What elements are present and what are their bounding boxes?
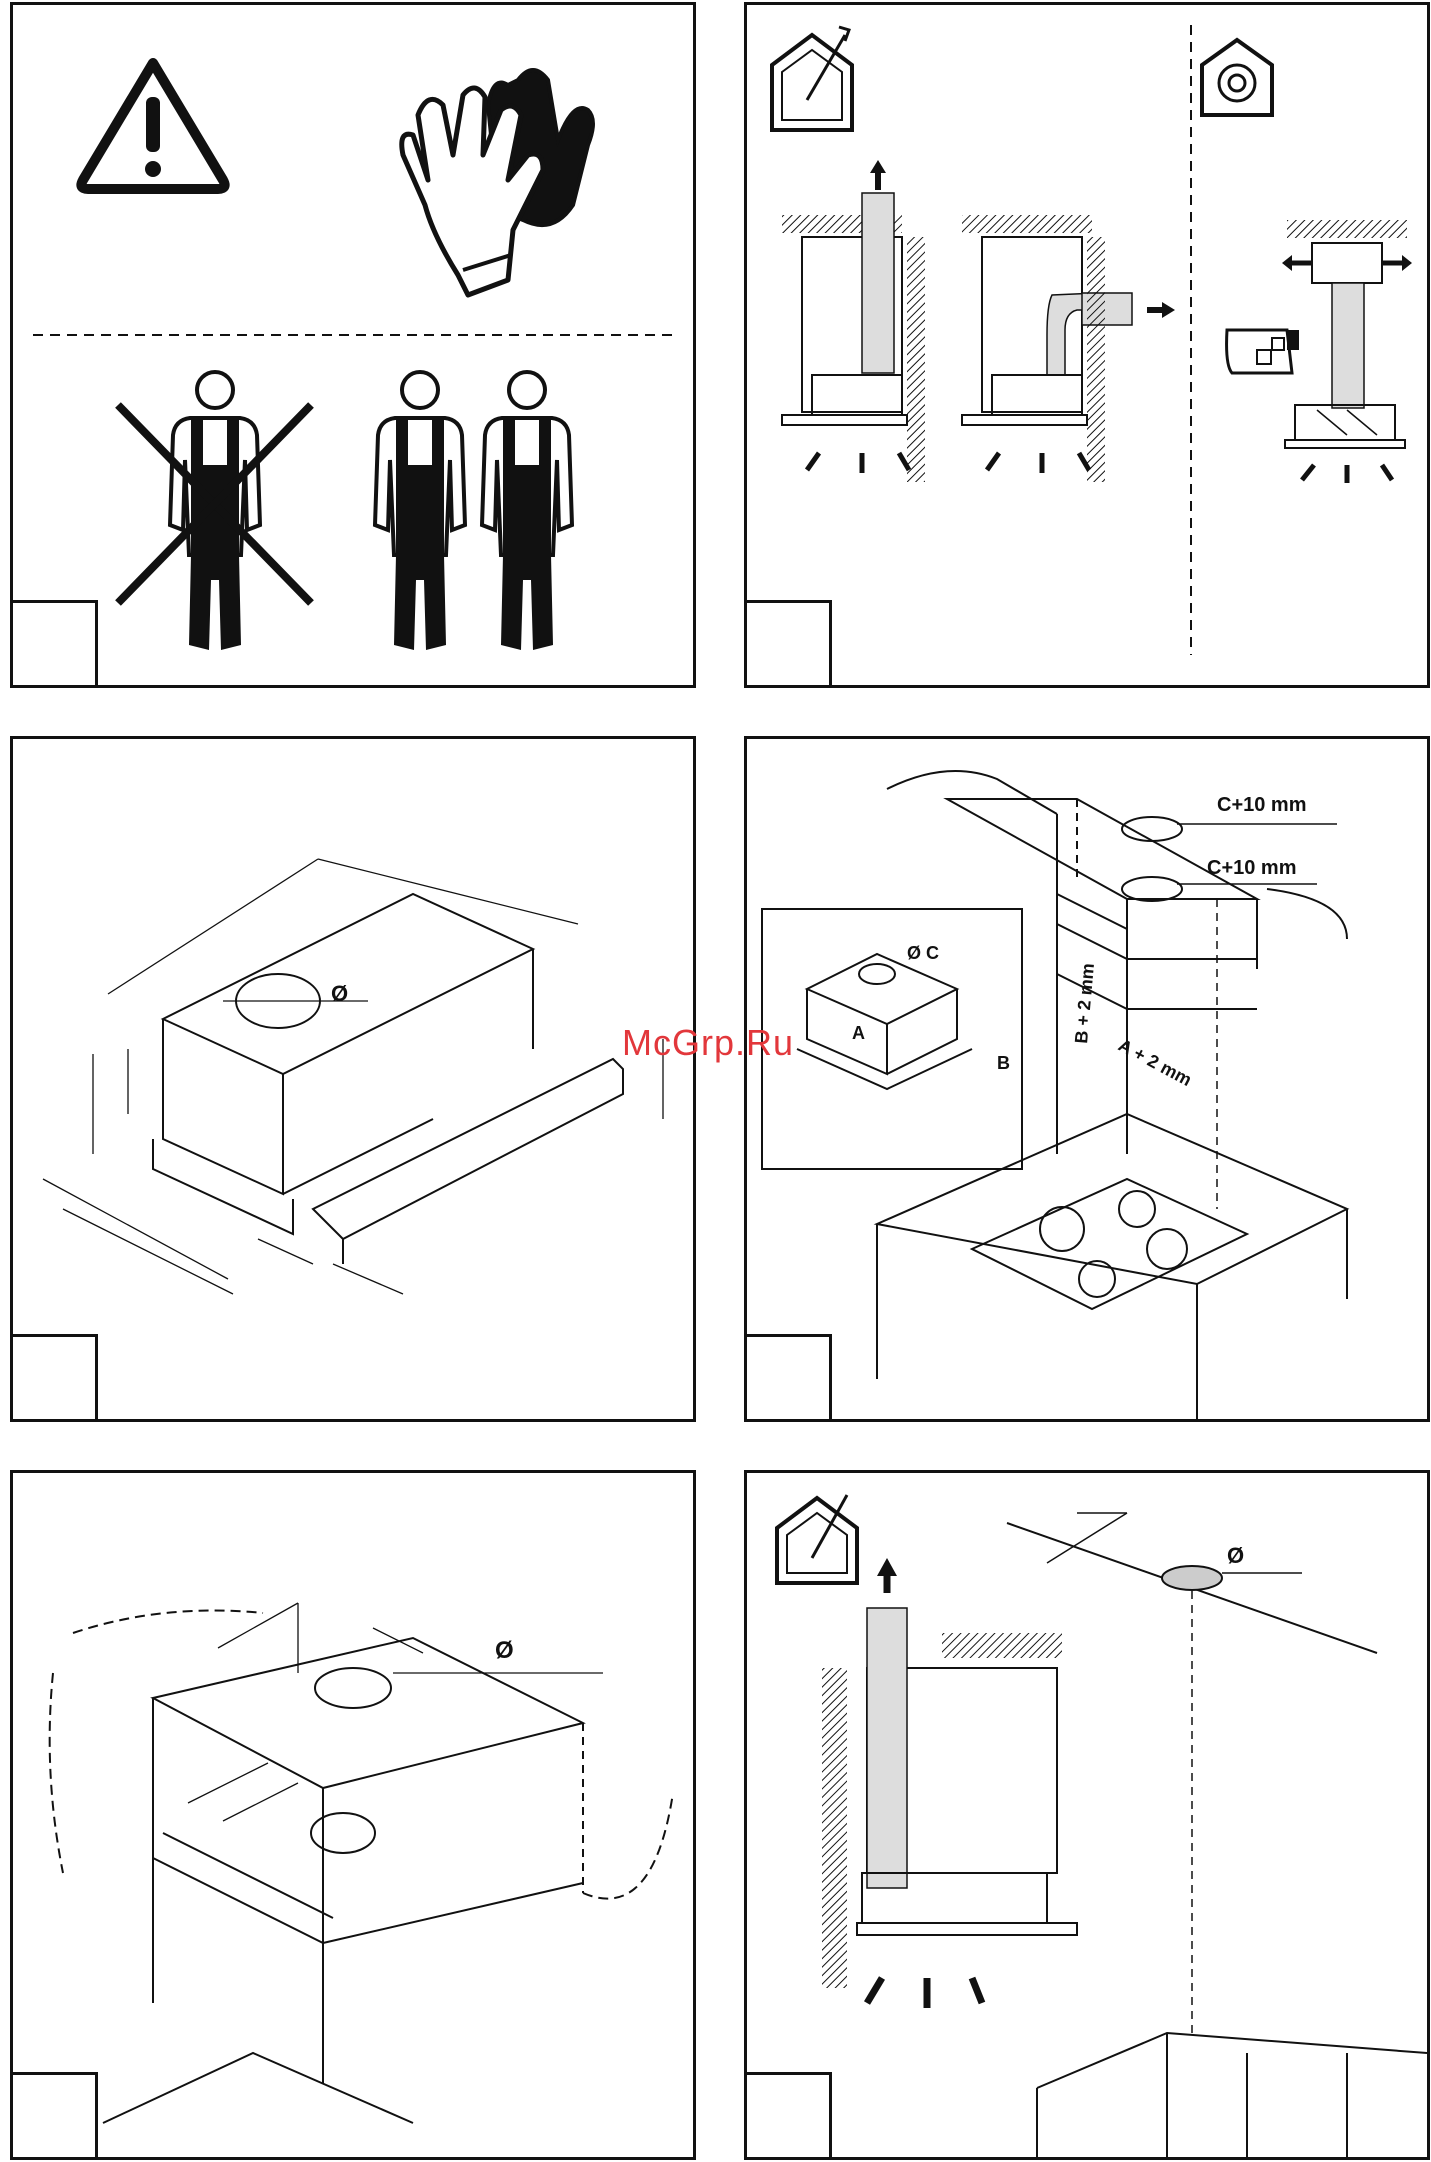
two-persons-icon — [375, 372, 572, 650]
figure-number-box — [744, 2072, 832, 2160]
gloves-icon — [402, 70, 593, 295]
figure-number-box — [10, 2072, 98, 2160]
cabinet-holes-diagram: Ø — [13, 1473, 696, 2160]
house-exhaust-icon — [772, 27, 852, 130]
operating-modes-illustration — [747, 5, 1430, 688]
single-person-crossed-icon — [118, 372, 311, 650]
warning-icon — [81, 63, 224, 189]
diameter-label: Ø — [1227, 1543, 1244, 1568]
hood-recirculation-diagram — [1227, 220, 1412, 483]
panel-safety — [10, 2, 696, 688]
figure-number-box — [10, 600, 98, 688]
panel-exhaust-installation: Ø — [744, 1470, 1430, 2160]
figure-number-box — [10, 1334, 98, 1422]
exhaust-installation-diagram: Ø — [747, 1473, 1430, 2160]
safety-illustration — [13, 5, 696, 688]
hole-label-bottom: C+10 mm — [1207, 857, 1297, 879]
panel-dimensions: Ø — [10, 736, 696, 1422]
watermark: McGrp.Ru — [622, 1022, 794, 1064]
panel-cabinet-cutout: Ø C A B C+10 mm C+10 mm B + 2 mm A + 2 m… — [744, 736, 1430, 1422]
diameter-label: Ø — [331, 981, 348, 1006]
diameter-label: Ø — [495, 1637, 514, 1664]
hood-horizontal-exhaust-diagram — [962, 215, 1175, 482]
figure-number-box — [744, 1334, 832, 1422]
house-exhaust-icon — [777, 1495, 857, 1583]
hood-vertical-exhaust-diagram — [782, 160, 925, 482]
panel-cabinet-holes: Ø — [10, 1470, 696, 2160]
cabinet-cutout-diagram: Ø C A B C+10 mm C+10 mm B + 2 mm A + 2 m… — [747, 739, 1430, 1422]
house-recirculation-icon — [1202, 40, 1272, 115]
hood-dimensions-diagram: Ø — [13, 739, 696, 1422]
height-label: B + 2 mm — [1071, 962, 1098, 1044]
figure-number-box — [744, 600, 832, 688]
hole-label-top: C+10 mm — [1217, 794, 1307, 816]
inset-hole-label: Ø C — [907, 943, 939, 963]
inset-a-label: A — [852, 1023, 865, 1043]
inset-detail-box — [762, 909, 1022, 1169]
panel-operating-modes — [744, 2, 1430, 688]
inset-b-label: B — [997, 1053, 1010, 1073]
